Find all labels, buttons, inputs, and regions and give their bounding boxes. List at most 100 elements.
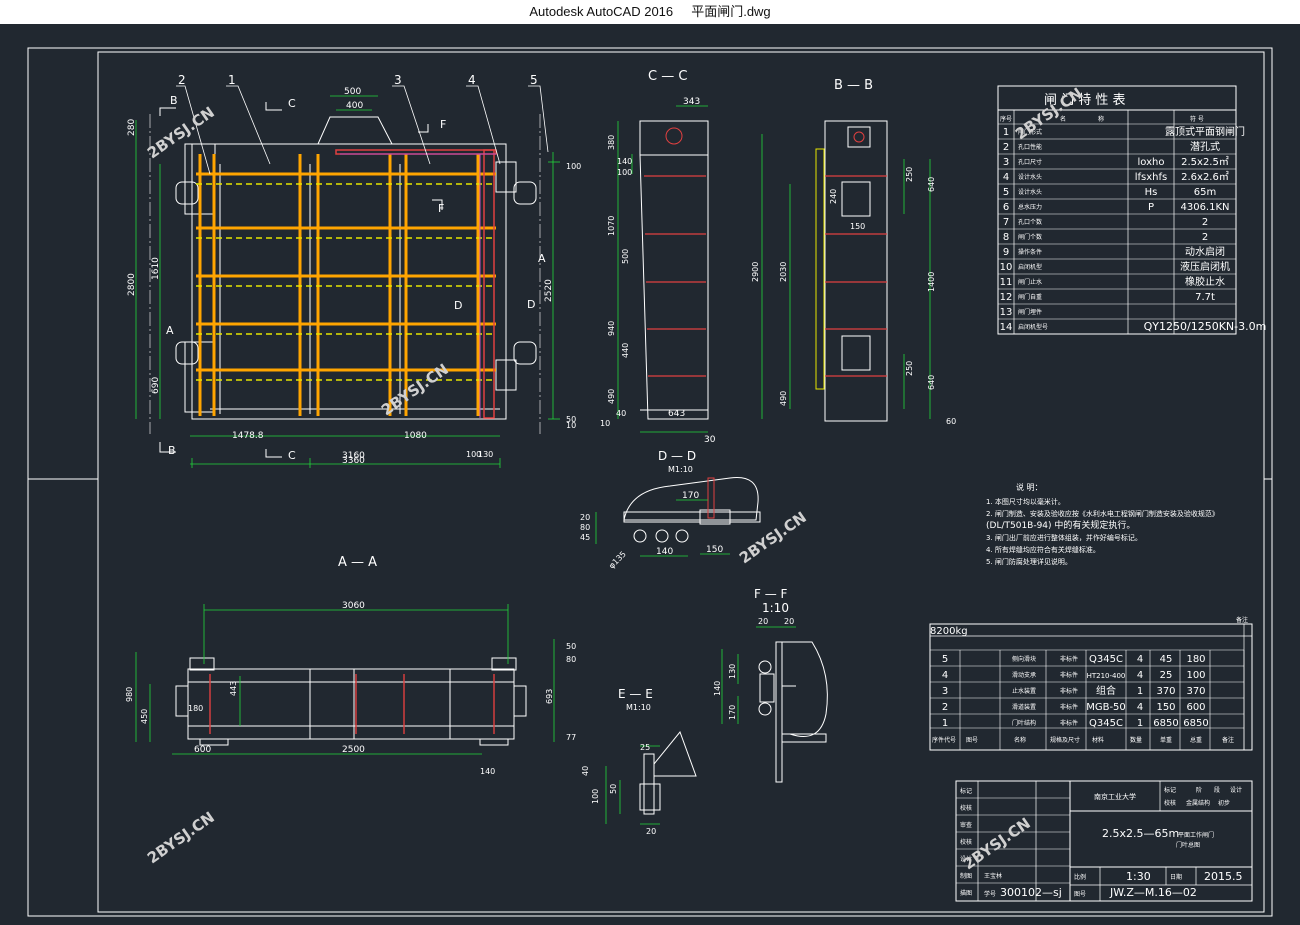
parts-header-7: 总重 <box>1190 736 1202 744</box>
section-mark-a-right: A <box>538 252 546 265</box>
dd-dim-150: 150 <box>706 545 723 555</box>
view-title-bb: B — B <box>834 78 873 93</box>
parts-header-4: 材料 <box>1092 736 1104 744</box>
tb-date-label: 日期 <box>1170 873 1182 881</box>
char-row-3-val: 2.5x2.5㎡ <box>1181 156 1229 168</box>
dim-1478: 1478.8 <box>232 431 264 441</box>
watermark-4: 2BYSJ.CN <box>736 508 810 567</box>
char-table-header-sym: 符 号 <box>1190 115 1204 123</box>
char-row-9-name: 操作条件 <box>1018 248 1042 256</box>
cc-dim-500: 500 <box>621 249 630 264</box>
note-line-2: 2. 闸门制造、安装及验收应按《水利水电工程钢闸门制造安装及验收规范》 <box>986 509 1219 518</box>
title-block: 标记校核审查校核设计制图王宝林描图 南京工业大学 标记 阶 段 设计 校核 金属… <box>955 780 1253 902</box>
callout-4: 4 <box>468 73 476 87</box>
tb-drawing-label: 图号 <box>1074 891 1086 898</box>
char-row-2-name: 孔口性能 <box>1018 143 1042 151</box>
callout-1: 1 <box>228 73 236 87</box>
char-row-7-name: 孔口个数 <box>1018 218 1042 226</box>
dd-dim-135: φ135 <box>607 550 628 571</box>
tb-num-label: 学号 <box>984 890 996 898</box>
section-mark-a-left: A <box>166 324 174 337</box>
cc-dim-343: 343 <box>683 97 700 107</box>
part-row-2-code: 非标件 <box>1060 703 1078 711</box>
part-row-5-mat: Q345C <box>1089 654 1123 665</box>
callout-2: 2 <box>178 73 186 87</box>
section-mark-f-mid: F <box>438 202 444 215</box>
part-row-1-w2: 6850 <box>1183 718 1208 729</box>
tb-scale-label: 比例 <box>1074 873 1086 881</box>
char-row-4-sym: lfsxhfs <box>1135 172 1168 183</box>
part-row-2-w2: 600 <box>1186 702 1205 713</box>
part-row-1-name: 门叶结构 <box>1012 719 1036 727</box>
tb-left-val-5: 王宝林 <box>984 872 1002 880</box>
tb-r1-3: 设计 <box>1230 786 1242 794</box>
tb-r1-1: 阶 <box>1196 786 1202 794</box>
ee-dim-50: 50 <box>609 784 618 794</box>
dim-2800: 2800 <box>127 273 137 296</box>
window-title: Autodesk AutoCAD 2016 平面闸门.dwg <box>0 0 1300 24</box>
cc-dim-100: 100 <box>617 168 632 177</box>
char-row-13-no: 13 <box>1000 307 1013 318</box>
char-row-14-no: 14 <box>1000 322 1013 333</box>
char-row-5-val: 65m <box>1194 187 1216 198</box>
bb-dim-2900: 2900 <box>751 262 760 282</box>
char-row-4-name: 设计水头 <box>1018 173 1042 181</box>
ee-dim-20: 20 <box>646 827 656 836</box>
part-row-1-code: 非标件 <box>1060 719 1078 727</box>
section-mark-d: D <box>454 299 462 312</box>
view-title-cc: C — C <box>648 69 687 84</box>
char-row-12-no: 12 <box>1000 292 1013 303</box>
section-mark-b-top: B <box>170 94 178 107</box>
char-table-header-no: 序号 <box>1000 115 1012 123</box>
bb-dim-1400: 1400 <box>927 272 936 292</box>
char-row-8-val: 2 <box>1202 232 1208 243</box>
part-row-5-qty: 4 <box>1137 654 1143 665</box>
parts-header-6: 单重 <box>1160 736 1172 744</box>
view-title-ff: F — F <box>754 587 788 601</box>
bb-dim-250b: 250 <box>905 361 914 376</box>
front-elevation-view: 2 1 3 4 5 B B C C F F A A D D <box>127 73 581 468</box>
tb-r2-0: 校核 <box>1164 799 1176 807</box>
section-mark-b-bottom: B <box>168 444 176 457</box>
bb-dim-640b: 640 <box>927 375 936 390</box>
char-table-header-name2: 称 <box>1098 115 1104 123</box>
section-mark-c-bottom: C <box>288 449 296 462</box>
cc-dim-643: 643 <box>668 409 685 419</box>
ee-dim-100: 100 <box>591 789 600 804</box>
ee-dim-40: 40 <box>581 766 590 776</box>
dd-dim-140: 140 <box>656 547 673 557</box>
cc-dim-1070: 1070 <box>607 216 616 236</box>
char-row-8-name: 闸门个数 <box>1018 233 1042 241</box>
ff-dim-20a: 20 <box>758 617 768 626</box>
tb-subtitle: 门叶总图 <box>1176 841 1200 849</box>
char-row-9-no: 9 <box>1003 247 1009 258</box>
part-row-1-no: 1 <box>942 718 948 729</box>
part-row-3-mat: 组合 <box>1096 684 1116 697</box>
notes-title: 说 明： <box>1016 482 1043 492</box>
section-mark-d-right: D <box>527 298 535 311</box>
bb-dim-60: 60 <box>946 417 956 426</box>
tb-project: 2.5x2.5—65m <box>1102 827 1179 840</box>
drawing-canvas[interactable]: 2 1 3 4 5 B B C C F F A A D D <box>0 24 1300 925</box>
part-row-3-code: 非标件 <box>1060 687 1078 695</box>
part-row-4-w2: 100 <box>1186 670 1205 681</box>
char-row-4-val: 2.6x2.6㎡ <box>1181 171 1229 183</box>
part-row-2-w1: 150 <box>1156 702 1175 713</box>
part-row-4-mat: HT210-400 <box>1087 672 1126 680</box>
char-row-6-no: 6 <box>1003 202 1009 213</box>
part-row-5-name: 侧向滑块 <box>1012 655 1036 663</box>
section-dd-view: D — D M1:10 170 20 80 45 140 150 φ135 <box>580 449 761 571</box>
dd-dim-45: 45 <box>580 533 590 542</box>
tb-left-label-5: 制图 <box>960 872 972 880</box>
dim-690: 690 <box>151 377 161 394</box>
char-row-2-val: 潜孔式 <box>1190 140 1220 153</box>
dim-130: 130 <box>478 450 493 459</box>
char-row-1-val: 露顶式平面钢闸门 <box>1165 125 1245 138</box>
aa-dim-980: 980 <box>125 687 134 702</box>
char-row-3-sym: loxho <box>1138 157 1165 168</box>
ff-dim-140: 140 <box>713 681 722 696</box>
part-row-3-qty: 1 <box>1137 686 1143 697</box>
note-line-3: (DL/T501B-94) 中的有关规定执行。 <box>986 519 1135 531</box>
parts-header-2: 名称 <box>1014 736 1026 744</box>
